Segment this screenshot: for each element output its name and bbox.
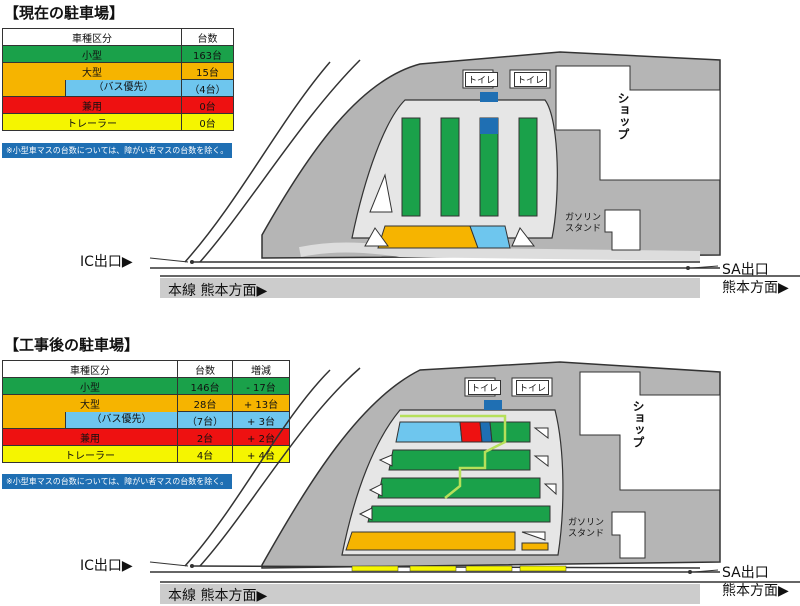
after-toilet-label-1: トイレ xyxy=(468,380,502,395)
gas-label-2: スタンド xyxy=(565,224,602,234)
after-shop-label: ショップ xyxy=(631,400,645,448)
green-row-4 xyxy=(367,505,551,523)
after-row-trailer-type: トレーラー xyxy=(2,445,178,463)
pedestrian-walkway xyxy=(400,414,507,499)
after-parking-title: 【工事後の駐車場】 xyxy=(4,336,140,354)
after-ic-exit-point xyxy=(190,564,194,568)
after-row-small-type: 小型 xyxy=(2,377,178,395)
row-bus-type: （バス優先） xyxy=(65,79,181,96)
ic-exit-leader xyxy=(149,257,189,263)
bus-area xyxy=(469,225,511,249)
parking-column-4 xyxy=(518,117,538,217)
current-parking-map xyxy=(149,51,800,298)
current-parking-title: 【現在の駐車場】 xyxy=(4,4,125,22)
after-sa-exit-label: SA出口 xyxy=(722,565,769,581)
large-vehicle-area xyxy=(377,225,479,249)
after-hatch-3 xyxy=(543,483,557,496)
mainline-label: 本線 熊本方面▶ xyxy=(168,283,268,299)
header-count: 台数 xyxy=(181,28,234,46)
after-row-small-count: 146台 xyxy=(177,377,233,395)
after-ic-exit-leader xyxy=(149,561,189,567)
after-row-bus-spacer xyxy=(3,411,65,428)
row-small-type: 小型 xyxy=(2,45,182,63)
accessible-space-2 xyxy=(480,118,498,134)
after-shop-building xyxy=(579,371,721,491)
after-row-large-diff: + 13台 xyxy=(232,394,290,412)
after-gas-label-1: ガソリン xyxy=(568,518,605,528)
after-ramp-line-outer xyxy=(184,369,331,567)
shop-building xyxy=(555,65,721,181)
row-small-count: 163台 xyxy=(181,45,234,63)
after-row-trailer-diff: + 4台 xyxy=(232,445,290,463)
after-sa-direction-label: 熊本方面▶ xyxy=(722,583,789,599)
after-sa-exit-point xyxy=(688,570,692,574)
ic-exit-label: IC出口▶ xyxy=(80,254,133,270)
trailer-bay-1 xyxy=(351,565,399,572)
accessible-space-after xyxy=(484,400,502,410)
row-bus-spacer xyxy=(3,79,65,96)
after-legend-table: 車種区分 台数 増減 小型 146台 - 17台 大型 28台 + 13台 （バ… xyxy=(2,360,290,463)
after-hatch-2 xyxy=(533,455,549,468)
after-hatch-4 xyxy=(378,454,393,467)
row-trailer-type: トレーラー xyxy=(2,113,182,131)
after-row-bus-diff: + 3台 xyxy=(232,411,290,429)
current-legend-table: 車種区分 台数 小型 163台 大型 15台 （バス優先） （4台） 兼用 0台… xyxy=(2,28,234,131)
toilet-label-1: トイレ xyxy=(465,72,499,87)
after-header-type: 車種区分 xyxy=(2,360,178,378)
trailer-bay-3 xyxy=(465,565,513,572)
sa-exit-point xyxy=(686,266,690,270)
after-ic-exit-label: IC出口▶ xyxy=(80,558,133,574)
access-road xyxy=(299,242,701,261)
after-sa-exit-leader xyxy=(693,569,719,573)
after-mainline-label: 本線 熊本方面▶ xyxy=(168,588,268,604)
sa-direction-label: 熊本方面▶ xyxy=(722,280,789,296)
hatched-area-3 xyxy=(511,227,536,247)
hatched-area-1 xyxy=(369,173,393,213)
gas-label-1: ガソリン xyxy=(565,213,602,223)
after-hatch-7 xyxy=(521,531,546,541)
after-row-trailer-count: 4台 xyxy=(177,445,233,463)
parking-column-2 xyxy=(440,117,460,217)
bus-area-after-1 xyxy=(395,421,463,443)
after-hatch-1 xyxy=(533,427,549,440)
ramp-line-outer xyxy=(184,61,331,263)
row-bus-type-wrap: （バス優先） xyxy=(2,79,182,97)
after-row-bus-type-wrap: （バス優先） xyxy=(2,411,178,429)
after-row-bus-type: （バス優先） xyxy=(65,411,177,428)
after-gas-station-building xyxy=(611,511,646,559)
after-row-large-type: 大型 xyxy=(2,394,178,412)
large-vehicle-area-after xyxy=(345,531,516,551)
ic-exit-point xyxy=(190,260,194,264)
after-hatch-5 xyxy=(368,483,383,497)
trailer-bay-2 xyxy=(409,565,457,572)
after-mainline-road xyxy=(160,584,700,604)
sa-exit-leader xyxy=(691,265,719,269)
after-hatch-6 xyxy=(358,507,373,521)
large-vehicle-area-after-small xyxy=(521,542,549,551)
after-note: ※小型車マスの台数については、障がい者マスの台数を除く。 xyxy=(2,474,233,489)
after-toilet-label-2: トイレ xyxy=(516,380,550,395)
accessible-space-1 xyxy=(480,92,498,102)
row-trailer-count: 0台 xyxy=(181,113,234,131)
row-bus-count: （4台） xyxy=(181,79,234,97)
after-row-large-count: 28台 xyxy=(177,394,233,412)
after-gas-label-2: スタンド xyxy=(568,529,605,539)
shared-area-after xyxy=(459,421,483,443)
green-row-1-right xyxy=(489,421,531,443)
after-ramp-line-inner xyxy=(199,367,361,567)
header-type: 車種区分 xyxy=(2,28,182,46)
trailer-bay-4 xyxy=(519,565,567,572)
parking-column-1 xyxy=(401,117,421,217)
current-note: ※小型車マスの台数については、障がい者マスの台数を除く。 xyxy=(2,143,233,158)
shop-label: ショップ xyxy=(616,92,630,140)
row-shared-type: 兼用 xyxy=(2,96,182,114)
ramp-line-inner xyxy=(199,59,361,263)
gas-station-building xyxy=(604,209,641,251)
mainline-road xyxy=(160,278,700,298)
toilet-label-2: トイレ xyxy=(514,72,548,87)
hatched-area-2 xyxy=(364,227,389,247)
row-large-type: 大型 xyxy=(2,62,182,80)
sa-exit-label: SA出口 xyxy=(722,262,769,278)
